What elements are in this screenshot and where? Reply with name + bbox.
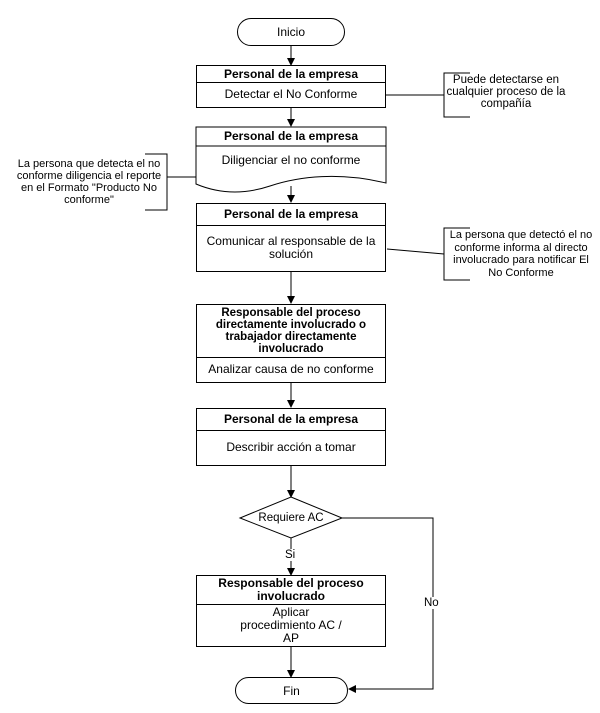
decision-yes-label: Si (285, 549, 296, 561)
process-box-4: Responsable del proceso directamente inv… (196, 304, 386, 383)
process-box-6: Responsable del proceso involucrado Apli… (196, 575, 386, 647)
process-role-2: Personal de la empresa (223, 129, 359, 143)
process-activity-3: Comunicar al responsable de la solución (206, 234, 376, 261)
process-activity-6: Aplicar procedimiento AC / AP (240, 604, 342, 645)
end-label: Fin (283, 683, 300, 698)
note1-bracket (443, 72, 470, 118)
process-activity-2: Diligenciar el no conforme (221, 152, 361, 167)
note-3: La persona que detectó el no conforme in… (449, 229, 593, 279)
note2-bracket (145, 153, 168, 211)
process-role-4: Responsable del proceso directamente inv… (197, 305, 385, 358)
note-1: Puede detectarse en cualquier proceso de… (446, 74, 566, 110)
process-role-3: Personal de la empresa (197, 204, 385, 226)
start-terminal: Inicio (237, 18, 345, 46)
start-label: Inicio (276, 25, 305, 39)
process-activity-4: Analizar causa de no conforme (208, 362, 374, 376)
process-box-5: Personal de la empresa Describir acción … (196, 408, 386, 466)
decision-diamond (238, 496, 344, 539)
step2-document-shape (195, 126, 387, 193)
process-activity-1: Detectar el No Conforme (224, 87, 358, 101)
note-2: La persona que detecta el no conforme di… (16, 158, 162, 206)
process-role-1: Personal de la empresa (197, 66, 385, 83)
process-box-2: Personal de la empresa Diligenciar el no… (196, 127, 386, 187)
note3-connector (386, 248, 445, 255)
process-activity-5: Describir acción a tomar (226, 440, 356, 454)
process-box-3: Personal de la empresa Comunicar al resp… (196, 203, 386, 272)
process-role-6: Responsable del proceso involucrado (197, 576, 385, 605)
process-role-5: Personal de la empresa (197, 409, 385, 431)
end-terminal: Fin (235, 677, 348, 704)
decision-label: Requiere AC (258, 511, 324, 524)
note3-bracket (443, 227, 470, 281)
process-box-1: Personal de la empresa Detectar el No Co… (196, 65, 386, 108)
decision-no-label: No (423, 597, 440, 609)
